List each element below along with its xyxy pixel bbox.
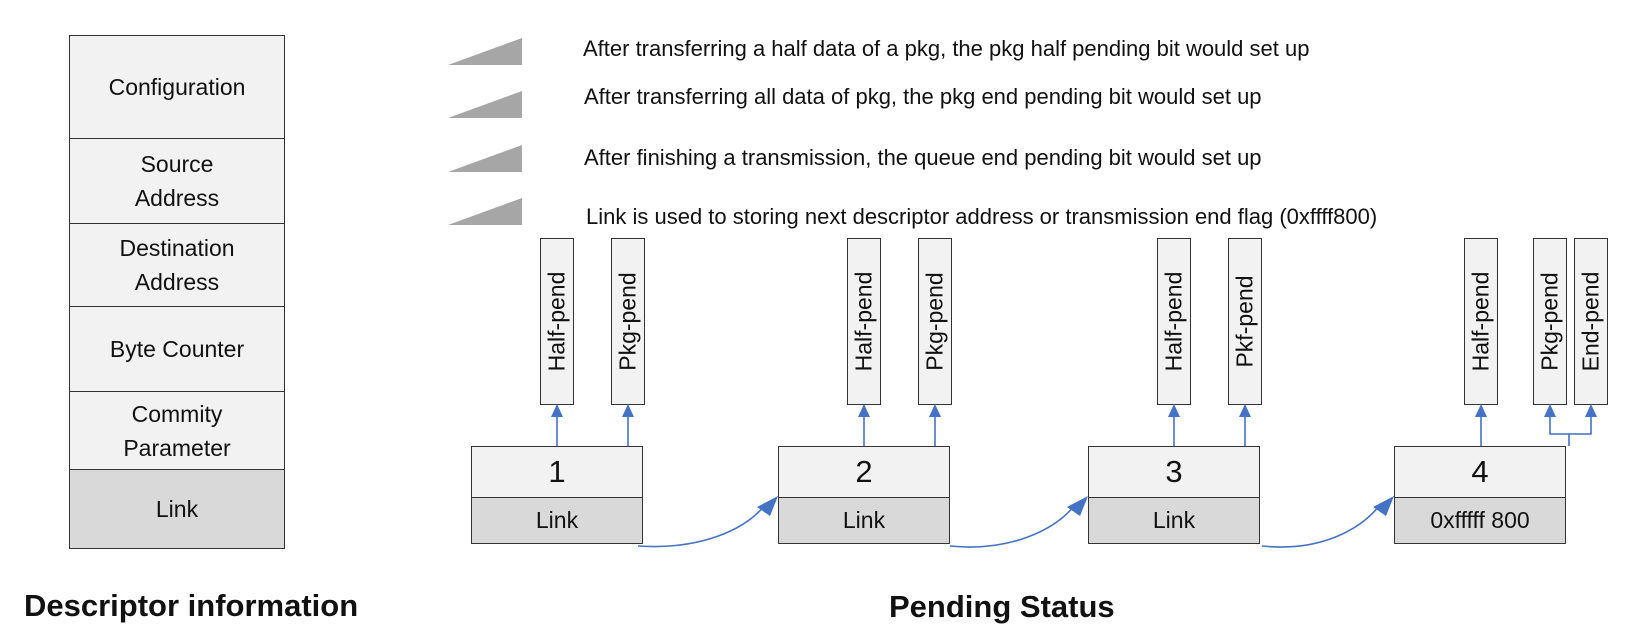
- field-configuration: Configuration: [69, 35, 285, 139]
- descriptor-node-1: 1 Link: [471, 446, 643, 544]
- wedge-icon: [448, 91, 522, 118]
- wedge-icon: [448, 38, 522, 65]
- flag-half-pend-1: Half-pend: [540, 238, 574, 405]
- node-link: Link: [471, 498, 643, 544]
- legend-text: After finishing a transmission, the queu…: [584, 145, 1262, 170]
- field-destination-address: Destination Address: [69, 224, 285, 307]
- wedge-icon: [448, 198, 522, 225]
- flag-end-pend-4: End-pend: [1574, 238, 1608, 405]
- node-link: Link: [1088, 498, 1260, 544]
- flag-half-pend-2: Half-pend: [847, 238, 881, 405]
- flag-half-pend-3: Half-pend: [1157, 238, 1191, 405]
- node-link: Link: [778, 498, 950, 544]
- descriptor-node-2: 2 Link: [778, 446, 950, 544]
- flag-pkg-pend-1: Pkg-pend: [611, 238, 645, 405]
- field-link: Link: [69, 470, 285, 549]
- field-byte-counter: Byte Counter: [69, 307, 285, 392]
- descriptor-caption: Descriptor information: [24, 588, 359, 623]
- field-source-address: Source Address: [69, 139, 285, 224]
- node-link: 0xfffff 800: [1394, 498, 1566, 544]
- legend-text: After transferring a half data of a pkg,…: [583, 36, 1310, 61]
- flag-pkg-pend-2: Pkg-pend: [918, 238, 952, 405]
- field-commity-parameter: Commity Parameter: [69, 392, 285, 470]
- legend-text: After transferring all data of pkg, the …: [584, 84, 1262, 109]
- flag-pkf-pend-3: Pkf-pend: [1228, 238, 1262, 405]
- node-number: 2: [778, 446, 950, 498]
- descriptor-node-4: 4 0xfffff 800: [1394, 446, 1566, 544]
- legend-text: Link is used to storing next descriptor …: [586, 204, 1378, 229]
- flag-half-pend-4: Half-pend: [1464, 238, 1498, 405]
- descriptor-node-3: 3 Link: [1088, 446, 1260, 544]
- wedge-icon: [448, 145, 522, 172]
- pending-status-caption: Pending Status: [889, 589, 1115, 624]
- node-number: 1: [471, 446, 643, 498]
- descriptor-stack: Configuration Source Address Destination…: [69, 35, 285, 549]
- node-number: 3: [1088, 446, 1260, 498]
- flag-pkg-pend-4: Pkg-pend: [1533, 238, 1567, 405]
- node-number: 4: [1394, 446, 1566, 498]
